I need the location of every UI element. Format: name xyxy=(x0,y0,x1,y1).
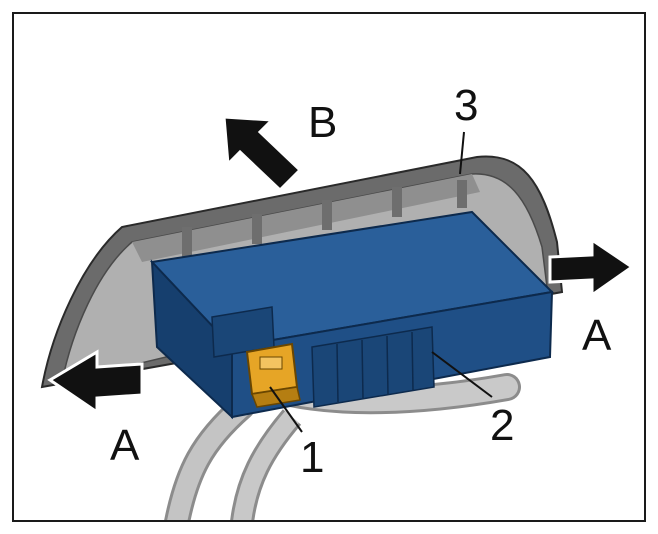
arrow-b-icon xyxy=(222,115,303,193)
leader-line-1 xyxy=(269,386,303,433)
leader-line-2 xyxy=(431,351,493,398)
callout-part-3: 3 xyxy=(454,81,478,130)
leader-lines xyxy=(269,131,493,433)
leader-line-3 xyxy=(459,131,465,175)
callout-direction-b: B xyxy=(308,98,337,147)
callout-part-2: 2 xyxy=(490,401,514,450)
diagram-svg: 1 2 3 A A B xyxy=(40,81,635,520)
callout-direction-a-right: A xyxy=(582,311,612,360)
callout-part-1: 1 xyxy=(300,433,324,482)
diagram-frame: 1 2 3 A A B xyxy=(12,12,646,522)
callout-direction-a-left: A xyxy=(110,421,140,470)
arrow-a-right-icon xyxy=(548,237,635,298)
control-module xyxy=(149,210,555,420)
arrow-a-left-icon xyxy=(47,349,144,415)
connector-plug xyxy=(245,342,301,408)
